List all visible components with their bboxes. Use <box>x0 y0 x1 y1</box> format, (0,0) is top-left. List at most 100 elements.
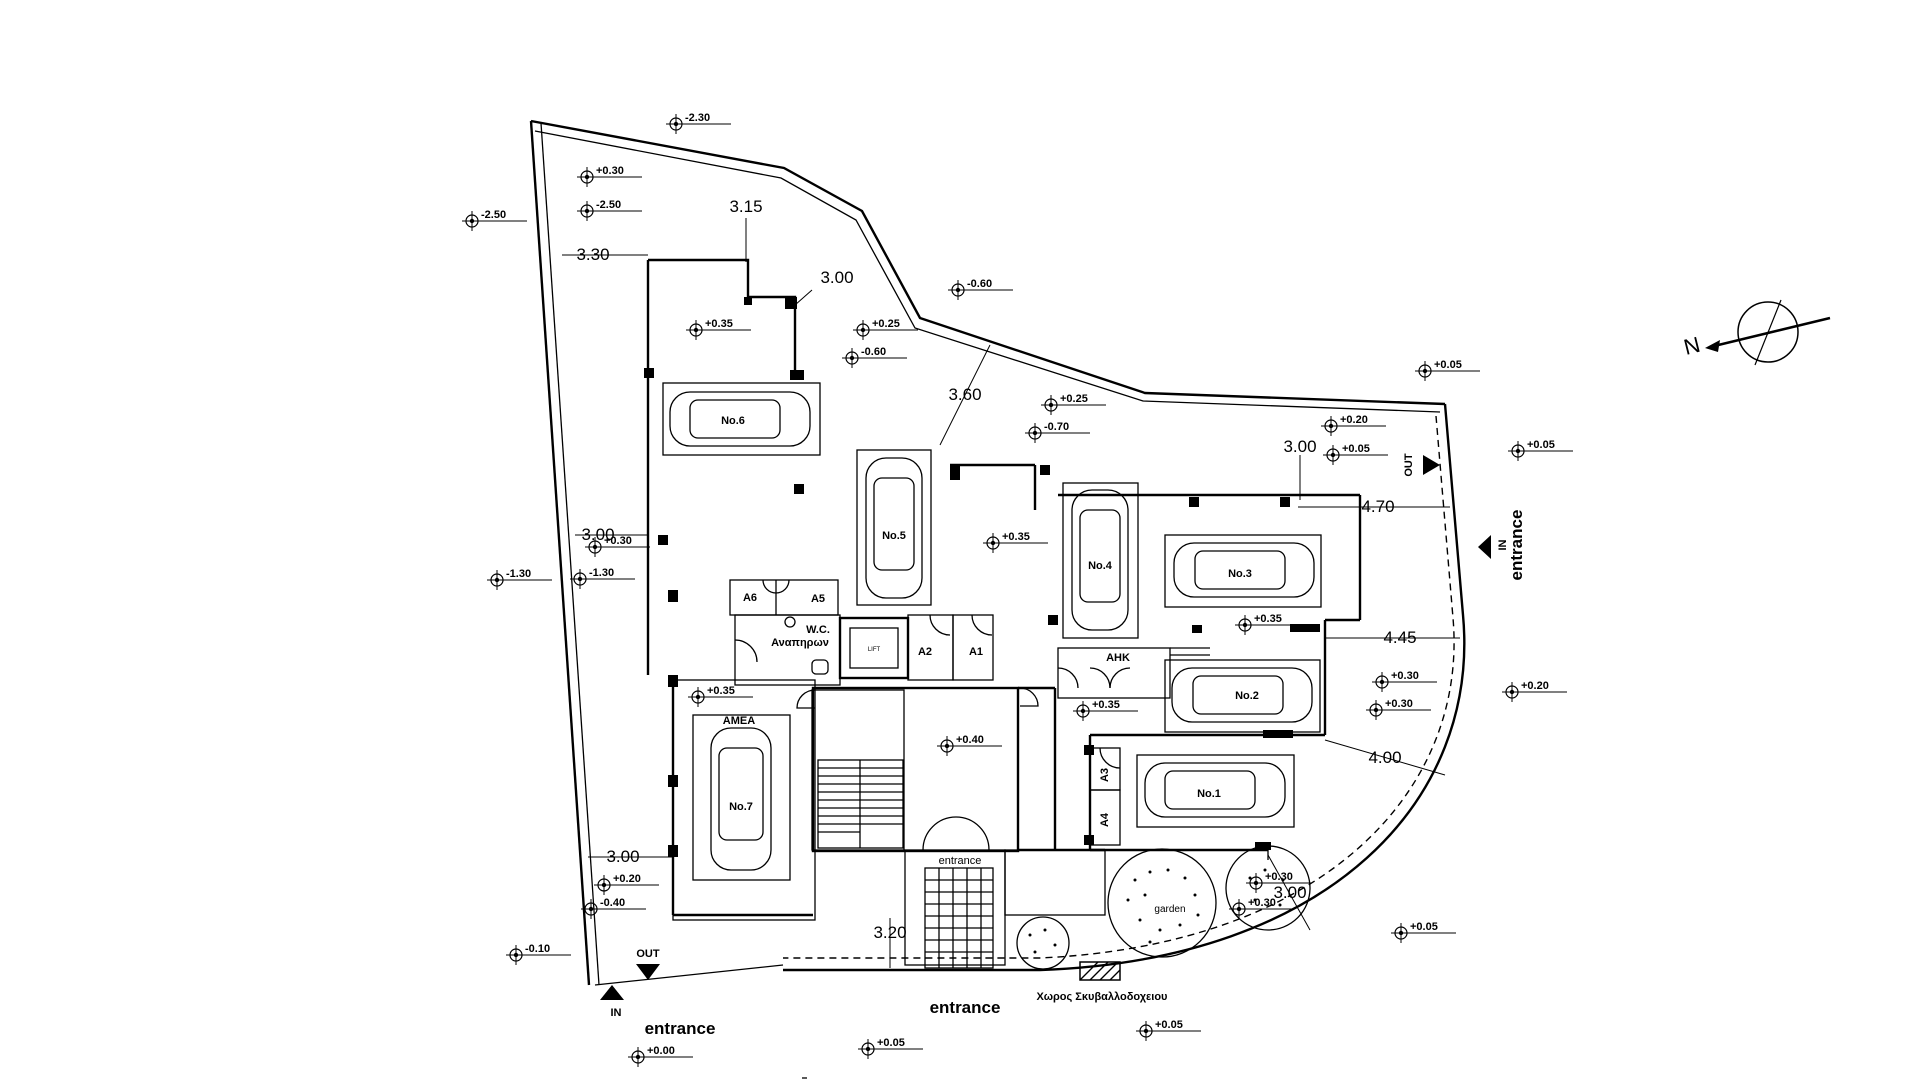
out-label-right: OUT <box>1403 453 1415 477</box>
in-label-bottom: IN <box>611 1007 622 1019</box>
bay-label-no1: No.1 <box>1197 788 1221 800</box>
out-arrow-right-icon <box>1423 455 1440 475</box>
level-value: +0.30 <box>1265 871 1293 883</box>
level-marker: -0.70 <box>1025 421 1090 443</box>
level-marker: +0.30 <box>1372 670 1437 692</box>
entrance-label-right: entrance <box>1507 510 1526 581</box>
entrance-markers: IN OUT entrance entrance OUT IN entrance <box>600 453 1526 1038</box>
level-value: +0.20 <box>1521 680 1549 692</box>
out-label-bottom: OUT <box>636 948 660 960</box>
dimension-label: 3.00 <box>581 525 614 544</box>
level-value: +0.30 <box>1391 670 1419 682</box>
level-marker: +0.20 <box>1502 680 1567 702</box>
level-value: +0.35 <box>1254 613 1282 625</box>
level-value: +0.30 <box>1385 698 1413 710</box>
dimension-label: 3.00 <box>1273 883 1306 902</box>
parking-bay-no5: No.5 <box>856 449 932 606</box>
level-value: -0.10 <box>525 943 550 955</box>
storage-a5: A5 <box>811 593 825 605</box>
level-value: +0.05 <box>1410 921 1438 933</box>
level-value: +0.00 <box>647 1045 675 1057</box>
level-marker: +0.05 <box>1508 439 1573 461</box>
level-markers: -2.30 +0.30 -2.50 -2.50 -0.60 +0.35 +0.25 -0.60… <box>462 112 1573 1067</box>
parking-bay-no6: No.6 <box>662 382 821 456</box>
ahk-label: AHK <box>1106 652 1130 664</box>
level-value: +0.20 <box>613 873 641 885</box>
level-value: -2.30 <box>685 112 710 124</box>
lift-label: LIFT <box>868 647 881 653</box>
parking-bay-no4: No.4 <box>1062 482 1139 639</box>
storage-a2: A2 <box>918 646 932 658</box>
level-value: +0.05 <box>1342 443 1370 455</box>
level-marker: -1.30 <box>487 568 552 590</box>
level-marker: +0.30 <box>585 535 650 557</box>
level-value: +0.30 <box>596 165 624 177</box>
level-marker: +0.05 <box>858 1037 923 1059</box>
level-value: -1.30 <box>589 567 614 579</box>
structural-columns <box>644 297 1320 857</box>
bay-label-no4: No.4 <box>1088 560 1113 572</box>
entrance-label-main: entrance <box>930 998 1001 1017</box>
dimension-label: 3.00 <box>606 847 639 866</box>
level-marker: -0.60 <box>948 278 1013 300</box>
parking-bay-no7-accessible: AMEA No.7 <box>672 679 816 921</box>
dimension-label: 3.15 <box>729 197 762 216</box>
bay-label-no6: No.6 <box>721 415 745 427</box>
level-marker: +0.20 <box>1321 414 1386 436</box>
dimension-label: 4.45 <box>1383 628 1416 647</box>
level-marker: +0.25 <box>853 318 918 340</box>
level-value: -0.60 <box>861 346 886 358</box>
level-marker: +0.35 <box>983 531 1048 553</box>
level-value: -0.40 <box>600 897 625 909</box>
level-value: +0.25 <box>872 318 900 330</box>
entrance-label-left: entrance <box>645 1019 716 1038</box>
dimension-lines: 3.15 3.30 3.00 3.60 3.00 3.00 4.70 4.45 … <box>562 197 1460 968</box>
level-marker: -2.50 <box>577 199 642 221</box>
parking-bay-no2: No.2 <box>1164 659 1321 733</box>
refuse-label: Χωρος Σκυβαλλοδοχειου <box>1037 991 1168 1003</box>
level-marker: -1.30 <box>570 567 635 589</box>
level-marker: +0.00 <box>628 1045 693 1067</box>
level-value: -2.50 <box>481 209 506 221</box>
level-value: +0.05 <box>877 1037 905 1049</box>
level-marker: +0.25 <box>1041 393 1106 415</box>
parking-bays: No.6 No.5 No.4 No.3 No.2 <box>662 382 1322 921</box>
level-marker: +0.20 <box>594 873 659 895</box>
north-label: N <box>1681 332 1702 360</box>
level-value: +0.35 <box>705 318 733 330</box>
dimension-label: 4.00 <box>1368 748 1401 767</box>
storage-a4: A4 <box>1099 812 1111 827</box>
level-value: -2.50 <box>596 199 621 211</box>
level-marker: -0.10 <box>506 943 571 965</box>
level-marker: +0.35 <box>1073 699 1138 721</box>
level-marker: +0.35 <box>686 318 751 340</box>
dimension-label: 3.00 <box>820 268 853 287</box>
level-marker: +0.05 <box>1136 1019 1201 1041</box>
level-value: +0.30 <box>1248 897 1276 909</box>
refuse-area: Χωρος Σκυβαλλοδοχειου <box>1037 961 1168 1003</box>
bay-label-no7: No.7 <box>729 801 753 813</box>
in-arrow-icon <box>600 985 624 1000</box>
level-value: +0.05 <box>1434 359 1462 371</box>
level-value: +0.05 <box>1155 1019 1183 1031</box>
level-value: -1.30 <box>506 568 531 580</box>
level-value: +0.05 <box>1527 439 1555 451</box>
level-marker: +0.35 <box>688 685 753 707</box>
level-value: +0.35 <box>1092 699 1120 711</box>
parking-bay-no1: No.1 <box>1136 754 1295 828</box>
level-marker: +0.05 <box>1391 921 1456 943</box>
bay-label-no2: No.2 <box>1235 690 1259 702</box>
level-marker: +0.40 <box>937 734 1002 756</box>
bay-label-no3: No.3 <box>1228 568 1252 580</box>
wc-subtitle: Αναπηρων <box>771 637 829 649</box>
in-label-right: IN <box>1497 539 1509 550</box>
storage-a1: A1 <box>969 646 983 658</box>
level-marker: +0.30 <box>1366 698 1431 720</box>
storage-a3: A3 <box>1099 768 1111 782</box>
level-value: -0.70 <box>1044 421 1069 433</box>
dimension-label: 3.00 <box>1283 437 1316 456</box>
north-arrow-icon: N <box>1681 299 1831 366</box>
staircase <box>818 760 903 848</box>
level-marker: -2.30 <box>666 112 731 134</box>
